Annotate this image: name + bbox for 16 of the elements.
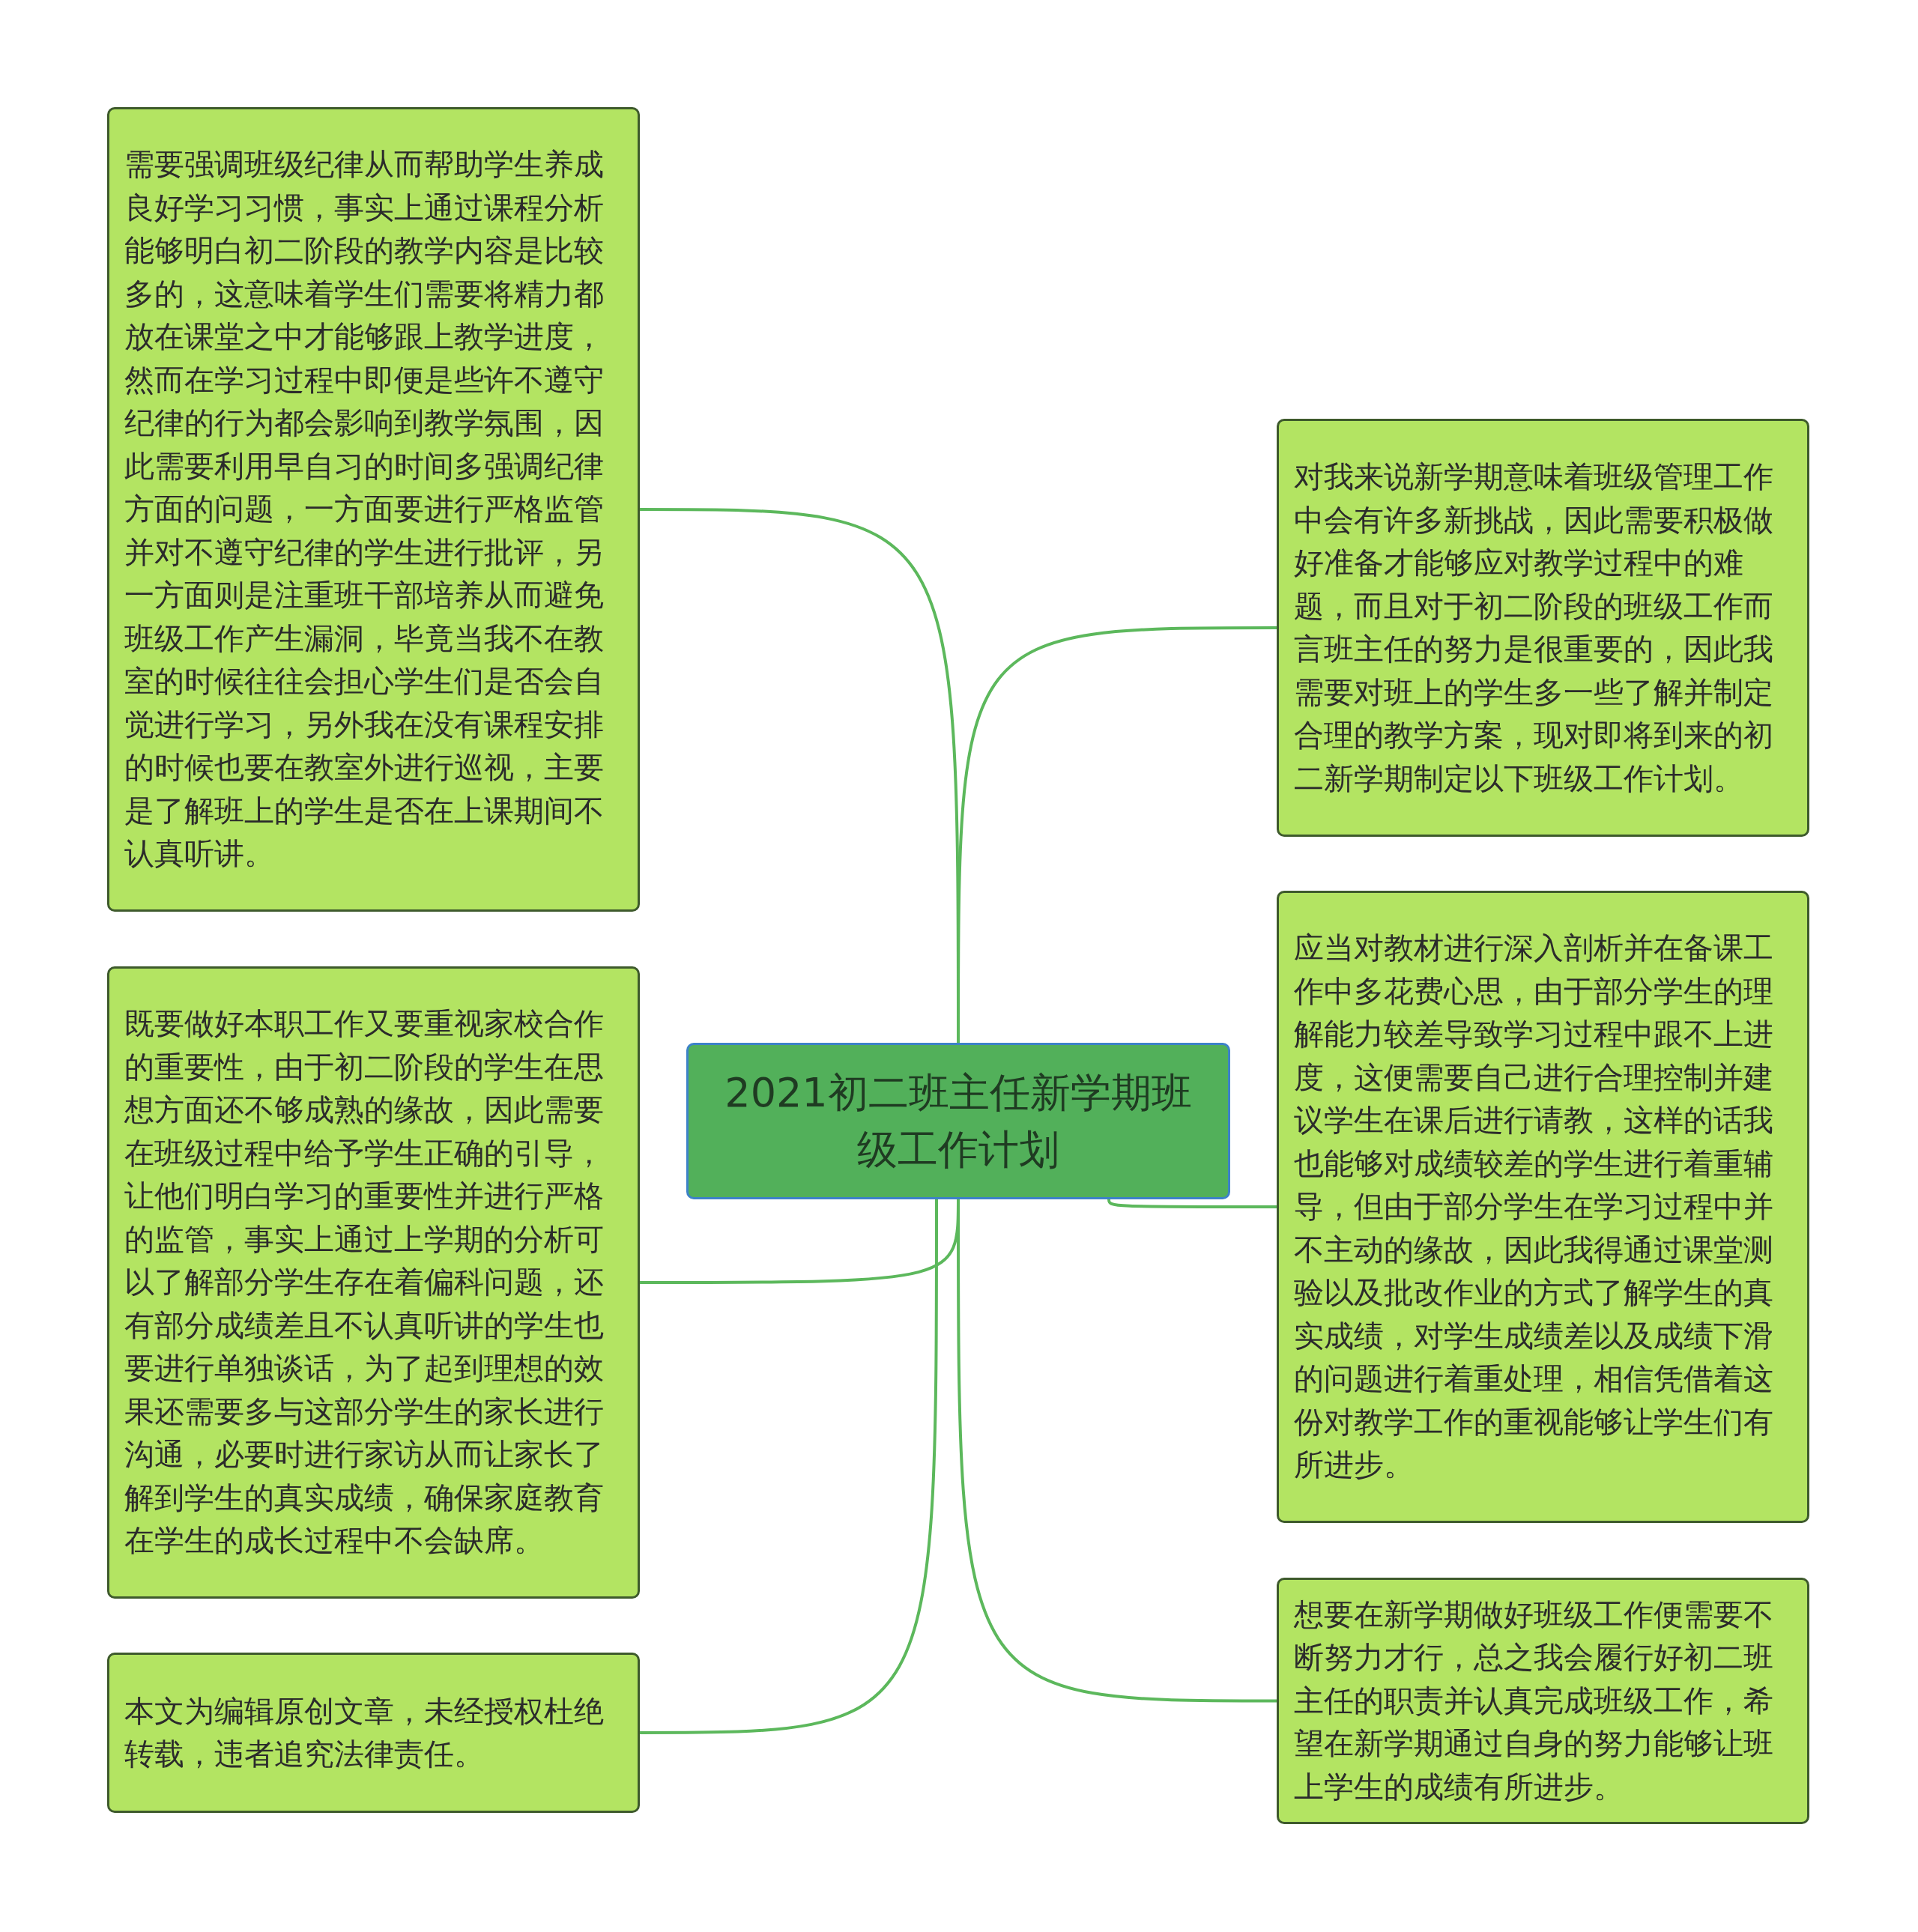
topic-box — [107, 107, 640, 912]
topic-text: 应当对教材进行深入剖析并在备课工作中多花费心思，由于部分学生的理解能力较差导致学习过程中跟不上进度，这便需要自己进行合理控制并建议学生在课后进行请教，这样的话我也能够对成绩较差的学生进行着重辅导，但由于部分学生在学习过程中并不主动的缘故，因此我得通过课堂测验以及批改作业的方式了解学生的真实成绩，对学生成绩差以及成绩下滑的问题进行着重处理，相信凭借着这份对教学工作的重视能够让学生们有所进步。 — [1294, 930, 1774, 1484]
topic-text: 本文为编辑原创文章，未经授权杜绝转载，违者追究法律责任。 — [124, 1692, 605, 1772]
topic-text: 想要在新学期做好班级工作便需要不断努力才行，总之我会履行好初二班主任的职责并认真完成班级工作，希望在新学期通过自身的努力能够让班上学生的成绩有所进步。 — [1294, 1596, 1774, 1805]
central-topic-box — [686, 1043, 1230, 1199]
topic-text: 既要做好本职工作又要重视家校合作的重要性，由于初二阶段的学生在思想方面还不够成熟的缘故，因此需要在班级过程中给予学生正确的引导，让他们明白学习的重要性并进行严格的监管，事实上通过上学期的分析可以了解部分学生存在着偏科问题，还有部分成绩差且不认真听讲的学生也要进行单独谈话，为了起到理想的效果还需要多与这部分学生的家长进行沟通，必要时进行家访从而让家长了解到学生的真实成绩，确保家庭教育在学生的成长过程中不会缺席。 — [124, 1005, 605, 1560]
topic-text: 对我来说新学期意味着班级管理工作中会有许多新挑战，因此需要积极做好准备才能够应对教学过程中的难题，而且对于初二阶段的班级工作而言班主任的努力是很重要的，因此我需要对班上的学生多一些了解并制定合理的教学方案，现对即将到来的初二新学期制定以下班级工作计划。 — [1294, 458, 1774, 797]
topic-box — [1277, 1578, 1809, 1824]
topic-box — [107, 1653, 640, 1813]
topic-box — [1277, 891, 1809, 1523]
central-topic-text: 2021初二班主任新学期班级工作计划 — [724, 1068, 1193, 1175]
topic-box — [1277, 419, 1809, 837]
topic-box — [107, 966, 640, 1599]
connector-line — [1107, 1199, 1277, 1208]
connector-line — [640, 1199, 938, 1734]
topic-text: 需要强调班级纪律从而帮助学生养成良好学习习惯，事实上通过课程分析能够明白初二阶段的教学内容是比较多的，这意味着学生们需要将精力都放在课堂之中才能够跟上教学进度，然而在学习过程中即便是些许不遵守纪律的行为都会影响到教学氛围，因此需要利用早自习的时间多强调纪律方面的问题，一方面要进行严格监管并对不遵守纪律的学生进行批评，另一方面则是注重班干部培养从而避免班级工作产生漏洞，毕竟当我不在教室的时候往往会担心学生们是否会自觉进行学习，另外我在没有课程安排的时候也要在教室外进行巡视，主要是了解班上的学生是否在上课期间不认真听讲。 — [124, 146, 605, 873]
